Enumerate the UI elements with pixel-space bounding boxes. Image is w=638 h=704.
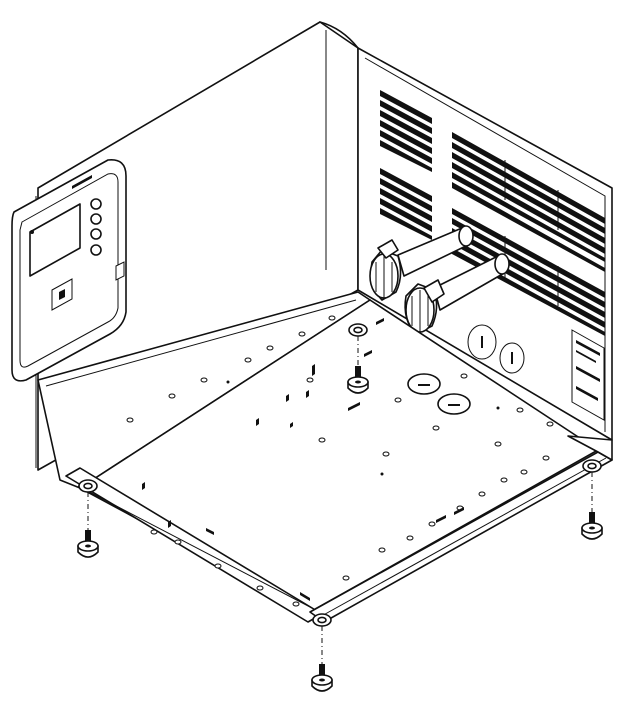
screw-icon (77, 366, 603, 692)
screw-rear (347, 366, 369, 394)
screw-right (581, 512, 603, 540)
knockout-holes (467, 324, 525, 374)
base-plate-marks (142, 318, 500, 601)
vent-upper-left (380, 90, 432, 172)
panel-button-1 (90, 198, 102, 210)
mounting-hole-left (78, 479, 98, 493)
brand-mark (72, 175, 92, 189)
hose-lower (433, 253, 510, 311)
gland-upper (369, 239, 402, 301)
cable-gland-icon (369, 225, 510, 335)
screw-front (311, 664, 333, 692)
base-plate-holes (126, 315, 554, 607)
vent-upper-right (452, 132, 605, 272)
panel-button-4 (90, 244, 102, 256)
screw-center-lines (87, 336, 593, 668)
panel-port (115, 261, 125, 281)
display-screen (29, 203, 81, 277)
vent-mid-left (380, 168, 432, 240)
rating-label (571, 329, 605, 421)
panel-button-2 (90, 213, 102, 225)
panel-button-3 (90, 228, 102, 240)
mounting-hole-front (312, 613, 332, 627)
gland-lower (404, 279, 445, 335)
mounting-hole-right (582, 459, 602, 473)
control-panel-icon (11, 159, 127, 382)
housing-right-inner-edge (364, 57, 606, 432)
screw-left (77, 530, 99, 558)
mounting-hole-rear (348, 323, 368, 337)
base-plate (37, 291, 613, 623)
hose-upper (397, 225, 474, 277)
housing-top-edge (319, 21, 359, 49)
